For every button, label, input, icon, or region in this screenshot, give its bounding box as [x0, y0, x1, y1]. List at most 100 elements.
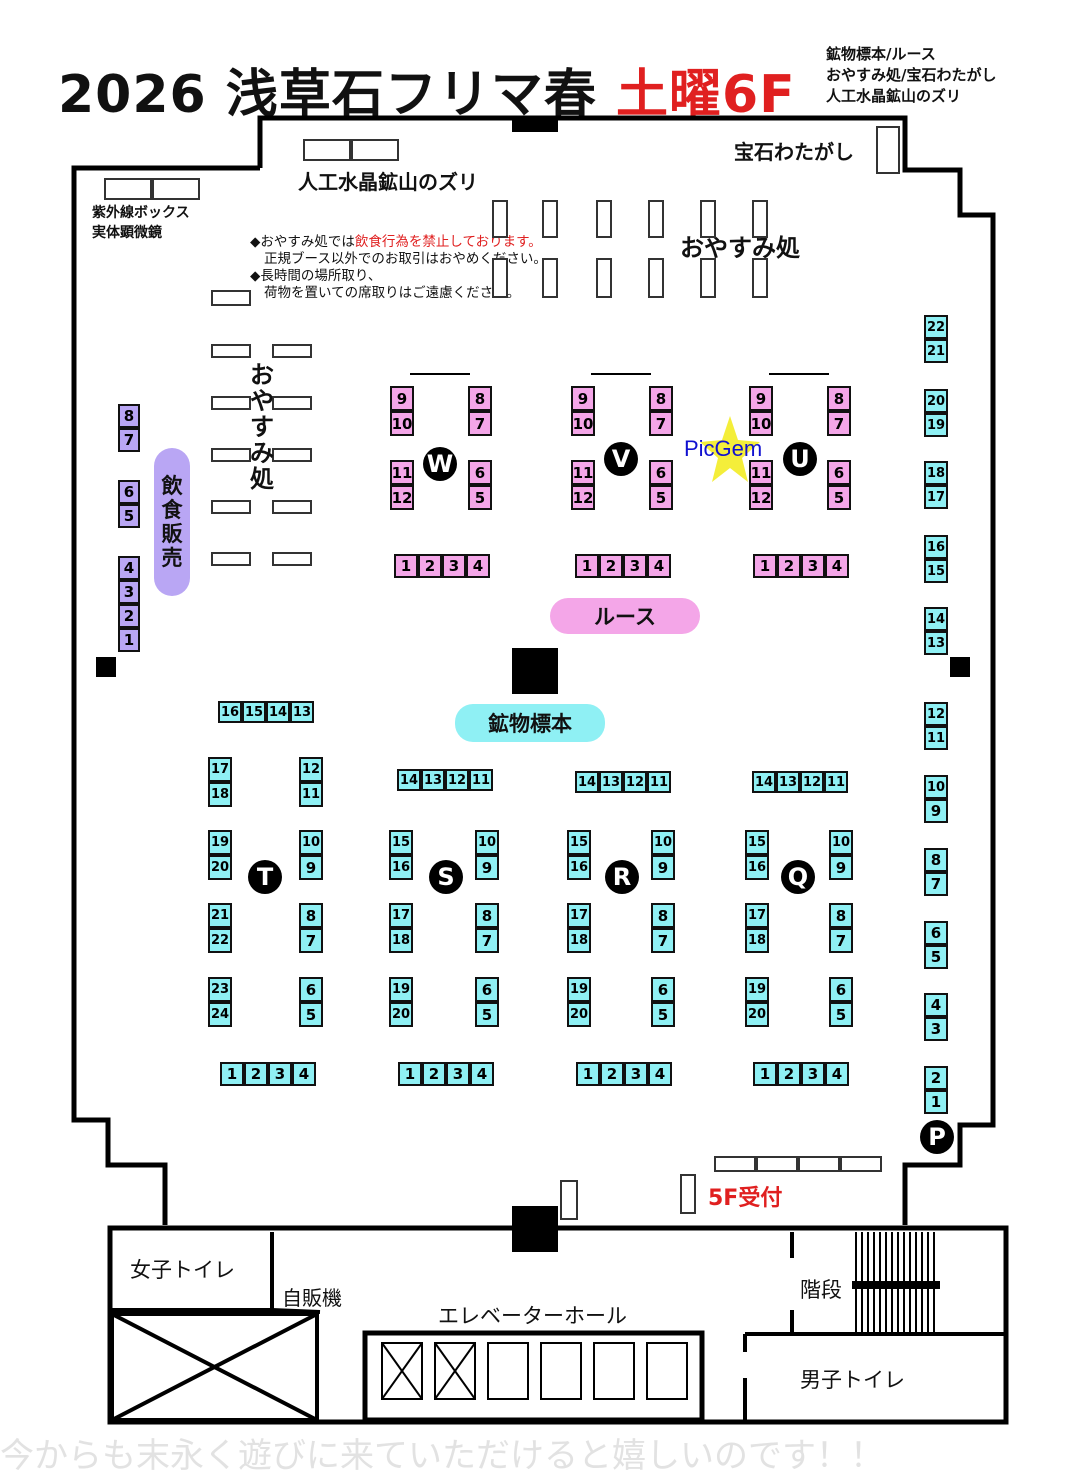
- booth[interactable]: 13: [421, 769, 445, 791]
- booth[interactable]: 5: [475, 1002, 499, 1027]
- booth[interactable]: 10: [829, 830, 853, 855]
- booth[interactable]: 4: [647, 554, 671, 578]
- booth[interactable]: 4: [118, 556, 140, 580]
- booth[interactable]: 24: [208, 1002, 232, 1027]
- booth[interactable]: 9: [829, 855, 853, 880]
- booth[interactable]: 22: [924, 315, 948, 339]
- booth[interactable]: 7: [475, 928, 499, 953]
- booth[interactable]: 14: [575, 771, 599, 793]
- booth[interactable]: 12: [924, 702, 948, 726]
- booth[interactable]: 1: [220, 1062, 244, 1086]
- booth[interactable]: 14: [752, 771, 776, 793]
- booth[interactable]: 20: [389, 1002, 413, 1027]
- booth[interactable]: 10: [299, 830, 323, 855]
- booth[interactable]: 2: [422, 1062, 446, 1086]
- booth[interactable]: 12: [299, 757, 323, 782]
- booth[interactable]: 6: [649, 460, 673, 485]
- booth[interactable]: 18: [924, 461, 948, 485]
- booth[interactable]: 10: [475, 830, 499, 855]
- booth[interactable]: 2: [418, 554, 442, 578]
- booth[interactable]: 6: [118, 480, 140, 504]
- booth[interactable]: 5: [651, 1002, 675, 1027]
- booth[interactable]: 10: [390, 411, 414, 436]
- booth[interactable]: 11: [390, 460, 414, 485]
- booth[interactable]: 18: [208, 782, 232, 807]
- booth[interactable]: 20: [745, 1002, 769, 1027]
- booth[interactable]: 4: [825, 1062, 849, 1086]
- booth[interactable]: 9: [749, 386, 773, 411]
- booth[interactable]: 1: [394, 554, 418, 578]
- booth[interactable]: 14: [924, 607, 948, 631]
- booth[interactable]: 15: [567, 830, 591, 855]
- booth[interactable]: 7: [829, 928, 853, 953]
- booth[interactable]: 3: [446, 1062, 470, 1086]
- booth[interactable]: 6: [468, 460, 492, 485]
- booth[interactable]: 5: [829, 1002, 853, 1027]
- booth[interactable]: 1: [753, 1062, 777, 1086]
- booth[interactable]: 17: [208, 757, 232, 782]
- booth[interactable]: 11: [469, 769, 493, 791]
- booth[interactable]: 3: [623, 554, 647, 578]
- booth[interactable]: 3: [801, 554, 825, 578]
- booth[interactable]: 9: [475, 855, 499, 880]
- booth[interactable]: 5: [118, 504, 140, 528]
- booth[interactable]: 11: [824, 771, 848, 793]
- booth[interactable]: 9: [651, 855, 675, 880]
- booth[interactable]: 17: [924, 485, 948, 509]
- booth[interactable]: 6: [924, 921, 948, 945]
- booth[interactable]: 13: [290, 701, 314, 723]
- booth[interactable]: 15: [242, 701, 266, 723]
- booth[interactable]: 4: [924, 993, 948, 1017]
- booth[interactable]: 13: [924, 631, 948, 655]
- booth[interactable]: 6: [475, 977, 499, 1002]
- booth[interactable]: 8: [299, 903, 323, 928]
- booth[interactable]: 6: [829, 977, 853, 1002]
- booth[interactable]: 4: [466, 554, 490, 578]
- booth[interactable]: 19: [567, 977, 591, 1002]
- booth[interactable]: 12: [571, 485, 595, 510]
- booth[interactable]: 1: [575, 554, 599, 578]
- booth[interactable]: 8: [118, 404, 140, 428]
- booth[interactable]: 13: [776, 771, 800, 793]
- booth[interactable]: 1: [118, 628, 140, 652]
- booth[interactable]: 18: [567, 928, 591, 953]
- booth[interactable]: 17: [389, 903, 413, 928]
- booth[interactable]: 16: [745, 855, 769, 880]
- booth[interactable]: 4: [825, 554, 849, 578]
- booth[interactable]: 7: [651, 928, 675, 953]
- booth[interactable]: 1: [576, 1062, 600, 1086]
- booth[interactable]: 6: [651, 977, 675, 1002]
- booth[interactable]: 7: [468, 411, 492, 436]
- booth[interactable]: 12: [749, 485, 773, 510]
- booth[interactable]: 19: [208, 830, 232, 855]
- booth[interactable]: 12: [390, 485, 414, 510]
- booth[interactable]: 8: [475, 903, 499, 928]
- booth[interactable]: 12: [445, 769, 469, 791]
- booth[interactable]: 10: [651, 830, 675, 855]
- booth[interactable]: 9: [390, 386, 414, 411]
- booth[interactable]: 10: [924, 775, 948, 799]
- booth[interactable]: 10: [749, 411, 773, 436]
- booth[interactable]: 15: [924, 559, 948, 583]
- booth[interactable]: 4: [292, 1062, 316, 1086]
- booth[interactable]: 19: [745, 977, 769, 1002]
- booth[interactable]: 17: [567, 903, 591, 928]
- booth[interactable]: 3: [924, 1017, 948, 1041]
- booth[interactable]: 14: [266, 701, 290, 723]
- booth[interactable]: 20: [208, 855, 232, 880]
- booth[interactable]: 1: [753, 554, 777, 578]
- booth[interactable]: 11: [299, 782, 323, 807]
- booth[interactable]: 5: [468, 485, 492, 510]
- booth[interactable]: 5: [649, 485, 673, 510]
- booth[interactable]: 3: [442, 554, 466, 578]
- booth[interactable]: 19: [389, 977, 413, 1002]
- booth[interactable]: 7: [649, 411, 673, 436]
- booth[interactable]: 9: [571, 386, 595, 411]
- booth[interactable]: 6: [827, 460, 851, 485]
- booth[interactable]: 8: [827, 386, 851, 411]
- booth[interactable]: 8: [651, 903, 675, 928]
- booth[interactable]: 15: [389, 830, 413, 855]
- booth[interactable]: 3: [118, 580, 140, 604]
- booth[interactable]: 7: [827, 411, 851, 436]
- booth[interactable]: 19: [924, 413, 948, 437]
